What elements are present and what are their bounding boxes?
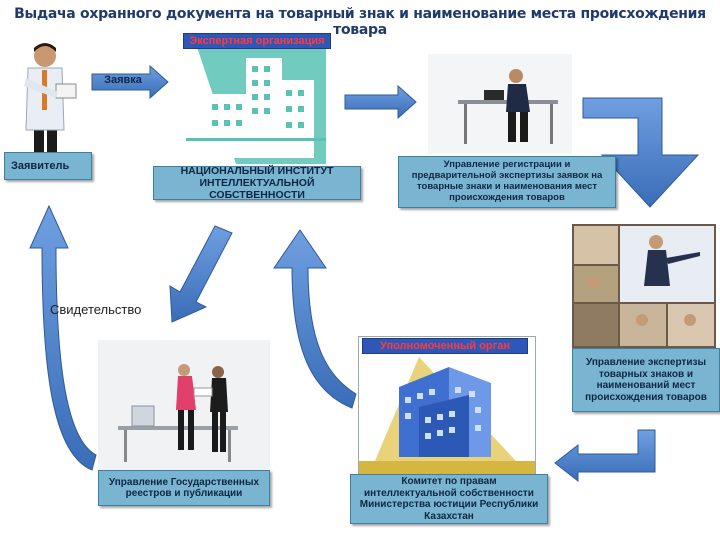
authorized-body-label: Комитет по правам интеллектуальной собст… xyxy=(359,476,539,522)
authorized-body-box: Комитет по правам интеллектуальной собст… xyxy=(350,474,548,524)
expertise-photo-collage xyxy=(572,224,716,348)
arrow-application xyxy=(91,64,169,100)
application-label: Заявка xyxy=(104,74,142,86)
arrow-to-registration xyxy=(344,84,417,120)
institute-label: НАЦИОНАЛЬНЫЙ ИНСТИТУТ ИНТЕЛЛЕКТУАЛЬНОЙ С… xyxy=(180,164,334,202)
authorized-body-building-image xyxy=(358,336,536,476)
arrow-to-registers xyxy=(169,225,233,323)
arrow-to-authorized-body xyxy=(554,429,656,483)
registers-dept-label: Управление Государственных реестров и пу… xyxy=(108,476,260,500)
registration-dept-label: Управление регистрации и предварительной… xyxy=(411,159,603,203)
institute-box: НАЦИОНАЛЬНЫЙ ИНСТИТУТ ИНТЕЛЛЕКТУАЛЬНОЙ С… xyxy=(153,164,361,202)
registers-dept-box: Управление Государственных реестров и пу… xyxy=(98,470,270,506)
applicant-image xyxy=(12,38,84,152)
authorized-body-badge: Уполномоченный орган xyxy=(362,338,528,354)
page-title: Выдача охранного документа на товарный з… xyxy=(14,6,706,38)
applicant-box: Заявитель xyxy=(4,152,92,180)
registration-dept-box: Управление регистрации и предварительной… xyxy=(398,156,616,208)
arrow-to-expertise xyxy=(582,97,700,208)
expertise-dept-label: Управление экспертизы товарных знаков и … xyxy=(585,357,707,403)
registration-photo xyxy=(428,54,572,154)
arrow-to-applicant xyxy=(29,204,97,471)
institute-building-image xyxy=(176,34,336,166)
applicant-label: Заявитель xyxy=(11,159,70,172)
expertise-dept-box: Управление экспертизы товарных знаков и … xyxy=(572,348,720,412)
arrow-back-to-institute xyxy=(273,229,357,409)
registers-photo xyxy=(98,340,270,470)
certificate-label: Свидетельство xyxy=(50,302,142,317)
expert-org-badge: Экспертная организация xyxy=(183,33,331,49)
